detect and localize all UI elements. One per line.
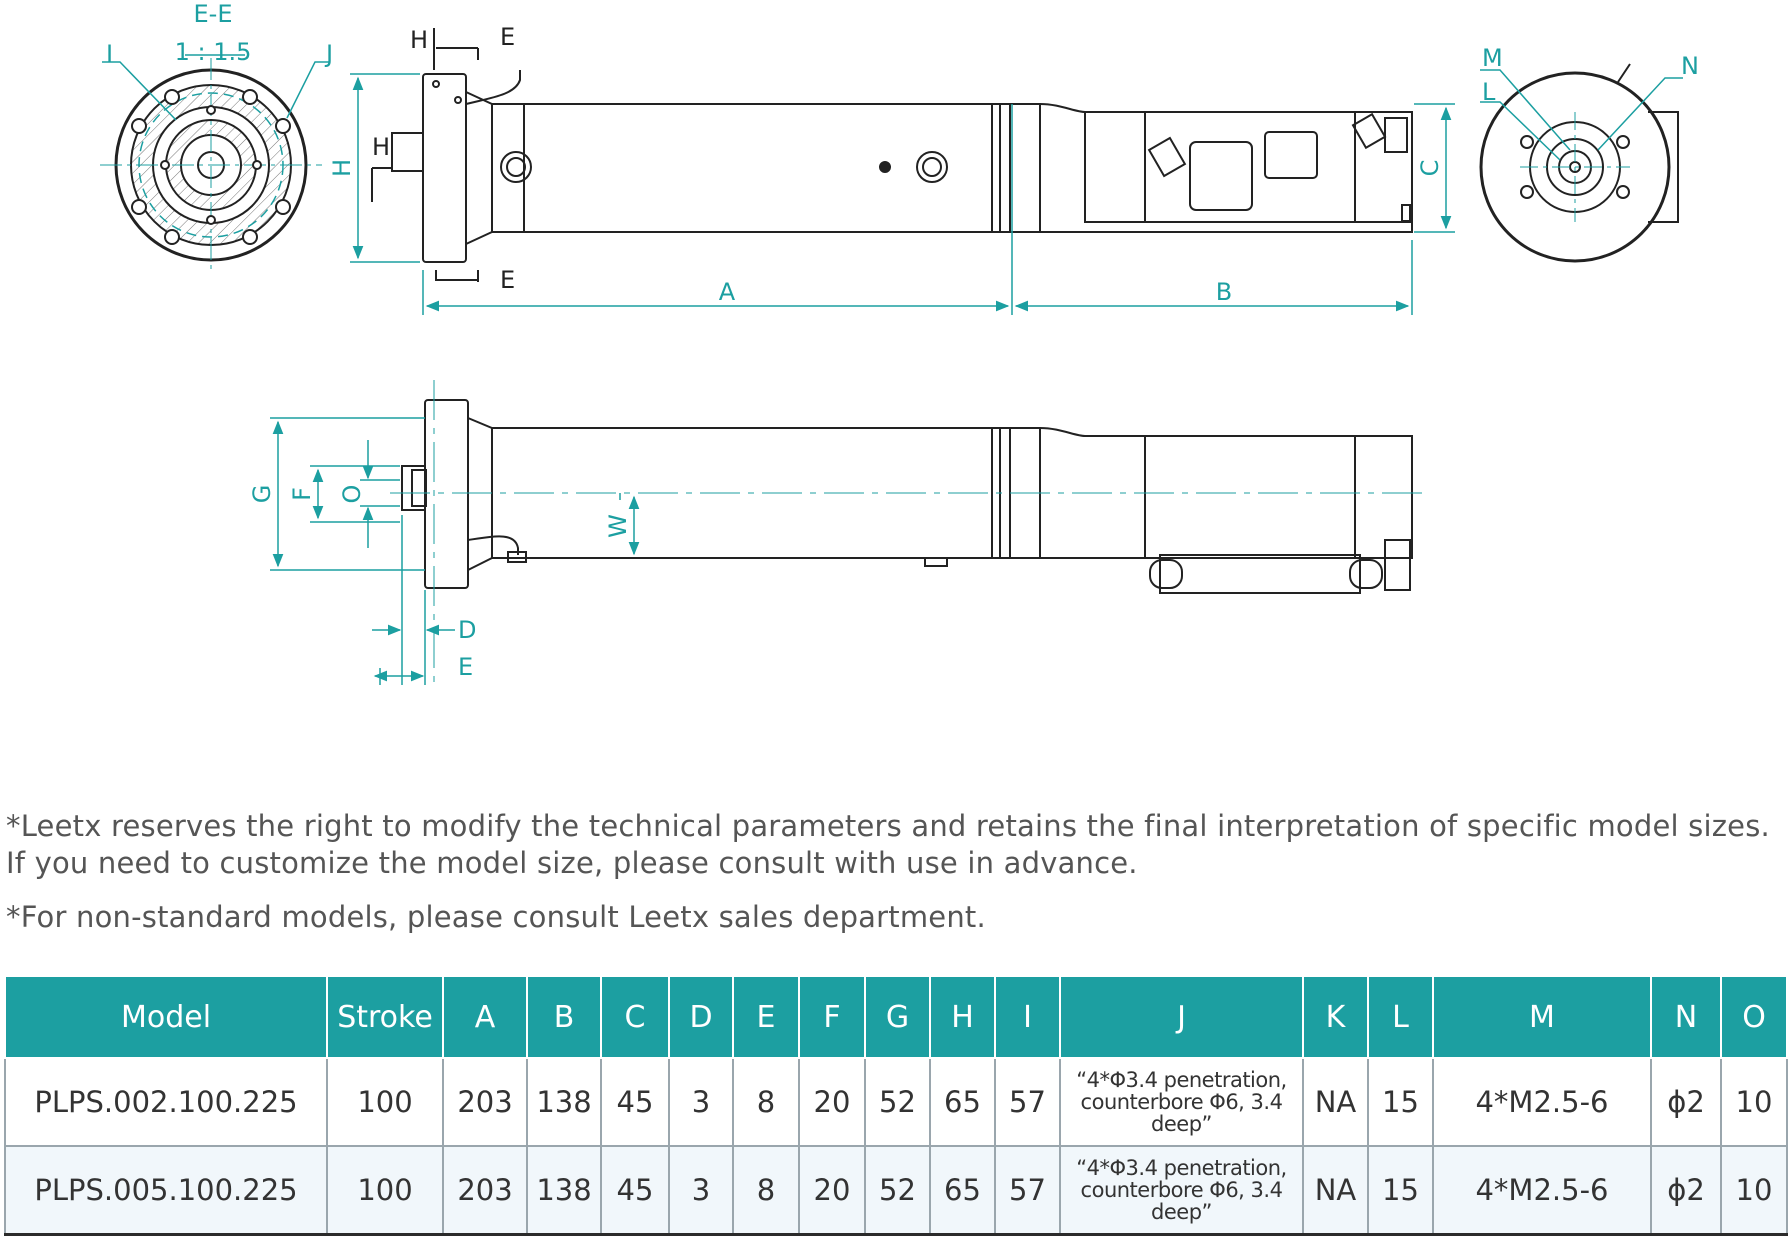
top-view-dimensions <box>350 73 1455 315</box>
label-h-mid: H <box>372 133 390 161</box>
cell-stroke: 100 <box>326 1145 444 1236</box>
cell-model: PLPS.005.100.225 <box>4 1145 328 1236</box>
label-h-top: H <box>410 26 428 54</box>
header-m: M <box>1432 975 1652 1059</box>
header-d: D <box>668 975 734 1059</box>
cell-c: 45 <box>600 1057 670 1147</box>
dim-h: H <box>328 159 356 177</box>
dim-b: B <box>1216 278 1232 306</box>
spec-table: Model Stroke A B C D E F G H I J K L M N… <box>4 975 1788 1236</box>
cell-b: 138 <box>526 1057 602 1147</box>
cell-i: 57 <box>994 1057 1061 1147</box>
cell-d: 3 <box>668 1057 734 1147</box>
header-j: J <box>1059 975 1304 1059</box>
cell-stroke: 100 <box>326 1057 444 1147</box>
cell-f: 20 <box>798 1057 866 1147</box>
header-g: G <box>864 975 931 1059</box>
header-b: B <box>526 975 602 1059</box>
bottom-view-dimensions <box>270 417 640 685</box>
label-e-bottom: E <box>500 266 515 294</box>
section-leaders <box>102 54 330 121</box>
table-row: PLPS.002.100.225 100 203 138 45 3 8 20 5… <box>4 1057 1788 1147</box>
disclaimer-line-2: If you need to customize the model size,… <box>6 846 1138 880</box>
cell-i: 57 <box>994 1145 1061 1236</box>
dim-w: W <box>604 514 632 538</box>
cell-m: 4*M2.5-6 <box>1432 1145 1652 1236</box>
cell-o: 10 <box>1720 1145 1788 1236</box>
label-m: M <box>1482 44 1503 72</box>
cell-e: 8 <box>732 1057 800 1147</box>
cell-n: ϕ2 <box>1650 1057 1722 1147</box>
label-l: L <box>1482 78 1496 106</box>
cell-f: 20 <box>798 1145 866 1236</box>
end-view-leaders <box>1480 69 1683 161</box>
cell-g: 52 <box>864 1057 931 1147</box>
cell-h: 65 <box>929 1057 996 1147</box>
header-o: O <box>1720 975 1788 1059</box>
dim-a: A <box>719 278 736 306</box>
cell-h: 65 <box>929 1145 996 1236</box>
cell-a: 203 <box>442 1145 528 1236</box>
dim-f: F <box>288 487 316 501</box>
dim-e: E <box>458 653 473 681</box>
label-j: J <box>324 40 333 68</box>
header-h: H <box>929 975 996 1059</box>
dim-g: G <box>248 485 276 504</box>
cell-g: 52 <box>864 1145 931 1236</box>
label-e-top: E <box>500 23 515 51</box>
cell-e: 8 <box>732 1145 800 1236</box>
header-stroke: Stroke <box>326 975 444 1059</box>
cell-l: 15 <box>1367 1057 1434 1147</box>
section-bolt-holes <box>131 89 291 245</box>
header-a: A <box>442 975 528 1059</box>
cell-c: 45 <box>600 1145 670 1236</box>
top-view-section-marks <box>371 28 479 282</box>
dim-d: D <box>458 616 476 644</box>
cell-model: PLPS.002.100.225 <box>4 1057 328 1147</box>
header-i: I <box>994 975 1061 1059</box>
cell-d: 3 <box>668 1145 734 1236</box>
cell-m: 4*M2.5-6 <box>1432 1057 1652 1147</box>
dim-o: O <box>338 485 366 504</box>
section-scale: 1 : 1.5 <box>175 38 252 66</box>
section-view-ee <box>100 58 322 272</box>
bottom-view-centerline <box>390 380 1430 690</box>
cell-j: “4*Φ3.4 penetration, counterbore Φ6, 3.4… <box>1059 1057 1304 1147</box>
disclaimer-line-1: *Leetx reserves the right to modify the … <box>6 809 1770 843</box>
cell-j: “4*Φ3.4 penetration, counterbore Φ6, 3.4… <box>1059 1145 1304 1236</box>
header-e: E <box>732 975 800 1059</box>
label-n: N <box>1681 52 1699 80</box>
label-i: I <box>106 40 113 68</box>
cell-o: 10 <box>1720 1057 1788 1147</box>
disclaimer-note: *Leetx reserves the right to modify the … <box>6 808 1770 882</box>
technical-drawing: E-E 1 : 1.5 I J <box>100 0 1699 690</box>
bottom-view <box>401 399 1413 594</box>
cell-n: ϕ2 <box>1650 1145 1722 1236</box>
header-l: L <box>1367 975 1434 1059</box>
section-title: E-E <box>194 0 233 28</box>
cell-l: 15 <box>1367 1145 1434 1236</box>
end-view <box>1479 63 1679 263</box>
table-header-row: Model Stroke A B C D E F G H I J K L M N… <box>4 975 1788 1059</box>
top-view <box>391 70 1413 263</box>
header-n: N <box>1650 975 1722 1059</box>
table-row: PLPS.005.100.225 100 203 138 45 3 8 20 5… <box>4 1145 1788 1236</box>
header-k: K <box>1302 975 1369 1059</box>
header-c: C <box>600 975 670 1059</box>
dim-c: C <box>1416 160 1444 177</box>
header-f: F <box>798 975 866 1059</box>
cell-k: NA <box>1302 1057 1369 1147</box>
cell-b: 138 <box>526 1145 602 1236</box>
cell-k: NA <box>1302 1145 1369 1236</box>
non-standard-note: *For non-standard models, please consult… <box>6 900 986 934</box>
cell-a: 203 <box>442 1057 528 1147</box>
header-model: Model <box>4 975 328 1059</box>
